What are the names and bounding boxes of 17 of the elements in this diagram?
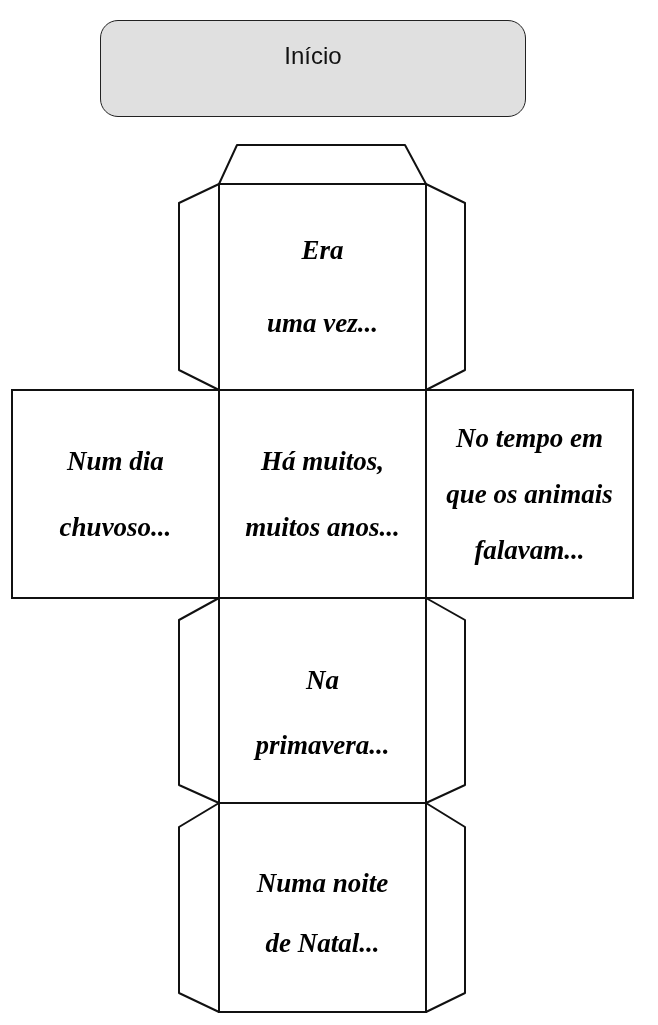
- glue-flap: [218, 144, 427, 185]
- glue-flap: [425, 183, 466, 391]
- story-prompt: Há muitos, muitos anos...: [245, 445, 400, 544]
- cube-face: [425, 389, 634, 599]
- story-prompt: Na primavera...: [255, 663, 390, 762]
- glue-flap: [178, 802, 220, 1013]
- start-label: Início: [284, 41, 342, 71]
- glue-flap: [178, 183, 220, 391]
- cube-face: [11, 389, 220, 599]
- story-prompt: Numa noite de Natal...: [256, 866, 389, 960]
- story-prompt: Era uma vez...: [267, 234, 378, 340]
- glue-flap: [425, 802, 466, 1013]
- start-panel: [100, 20, 526, 117]
- glue-flap: [425, 597, 466, 804]
- story-prompt: No tempo em que os animais falavam...: [446, 422, 613, 567]
- story-prompt: Num dia chuvoso...: [59, 445, 172, 544]
- glue-flap: [178, 597, 220, 804]
